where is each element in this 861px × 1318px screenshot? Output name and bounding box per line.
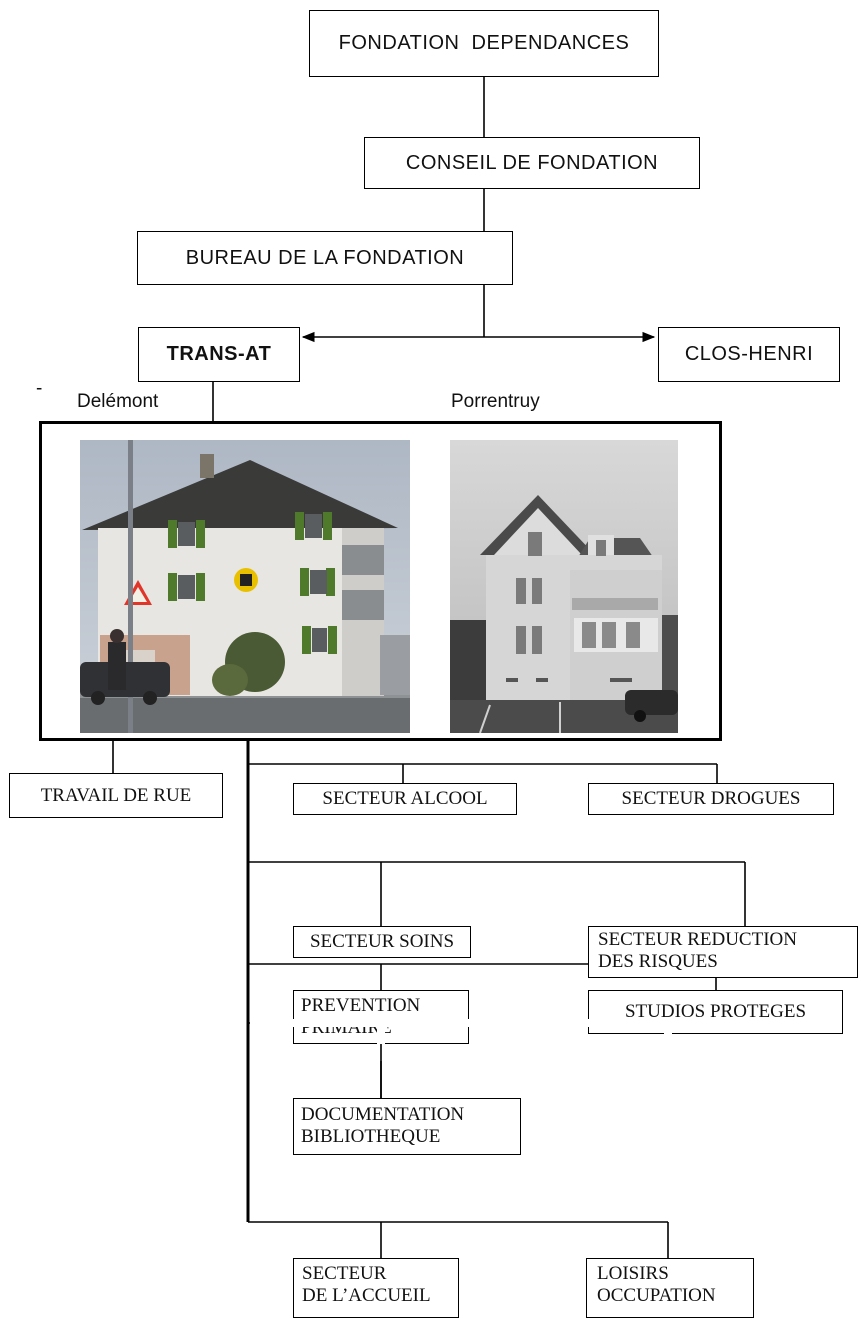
porrentruy-building-photo [450, 440, 678, 733]
delemont-building-photo [80, 440, 410, 733]
secteur-de-l-accueil-box: SECTEUR DE L’ACCUEIL [293, 1258, 459, 1318]
documentation-line-2: BIBLIOTHEQUE [301, 1126, 441, 1147]
loisirs-line-2: OCCUPATION [597, 1285, 716, 1306]
travail-de-rue-label: TRAVAIL DE RUE [40, 784, 192, 806]
prevention-line-2: PRIMAIRE [301, 1017, 392, 1038]
travail-de-rue-box: TRAVAIL DE RUE [9, 773, 223, 818]
studios-proteges-label: STUDIOS PROTEGES [624, 1001, 807, 1022]
fondation-dependances-box: FONDATION DEPENDANCES [309, 10, 659, 77]
buildings-frame [39, 421, 722, 741]
trans-at-box: TRANS-AT [138, 327, 300, 382]
secteur-drogues-box: SECTEUR DROGUES [588, 783, 834, 815]
secteur-soins-box: SECTEUR SOINS [293, 926, 471, 958]
studios-proteges-box: STUDIOS PROTEGES [588, 990, 843, 1034]
delemont-label: Delémont [77, 391, 159, 412]
clos-henri-box: CLOS-HENRI [658, 327, 840, 382]
reduction-line-2: DES RISQUES [598, 951, 718, 972]
conseil-de-fondation-label: CONSEIL DE FONDATION [405, 151, 659, 174]
clos-henri-label: CLOS-HENRI [684, 343, 814, 365]
accueil-line-2: DE L’ACCUEIL [302, 1285, 431, 1306]
dash-mark: - [36, 378, 43, 399]
prevention-primaire-box: PREVENTION PRIMAIRE [293, 990, 469, 1044]
prevention-line-1: PREVENTION [301, 995, 421, 1016]
conseil-de-fondation-box: CONSEIL DE FONDATION [364, 137, 700, 189]
porrentruy-label: Porrentruy [451, 391, 540, 412]
fondation-dependances-label: FONDATION DEPENDANCES [338, 32, 630, 54]
secteur-alcool-label: SECTEUR ALCOOL [322, 788, 488, 809]
loisirs-line-1: LOISIRS [597, 1263, 669, 1284]
secteur-reduction-des-risques-box: SECTEUR REDUCTION DES RISQUES [588, 926, 858, 978]
documentation-line-1: DOCUMENTATION [301, 1104, 465, 1125]
accueil-line-1: SECTEUR [302, 1263, 387, 1284]
documentation-bibliotheque-box: DOCUMENTATION BIBLIOTHEQUE [293, 1098, 521, 1155]
loisirs-occupation-box: LOISIRS OCCUPATION [586, 1258, 754, 1318]
bureau-de-la-fondation-label: BUREAU DE LA FONDATION [185, 246, 465, 269]
secteur-alcool-box: SECTEUR ALCOOL [293, 783, 517, 815]
secteur-soins-label: SECTEUR SOINS [309, 931, 455, 952]
secteur-drogues-label: SECTEUR DROGUES [621, 788, 801, 809]
bureau-de-la-fondation-box: BUREAU DE LA FONDATION [137, 231, 513, 285]
trans-at-label: TRANS-AT [166, 343, 272, 365]
reduction-line-1: SECTEUR REDUCTION [598, 929, 797, 950]
